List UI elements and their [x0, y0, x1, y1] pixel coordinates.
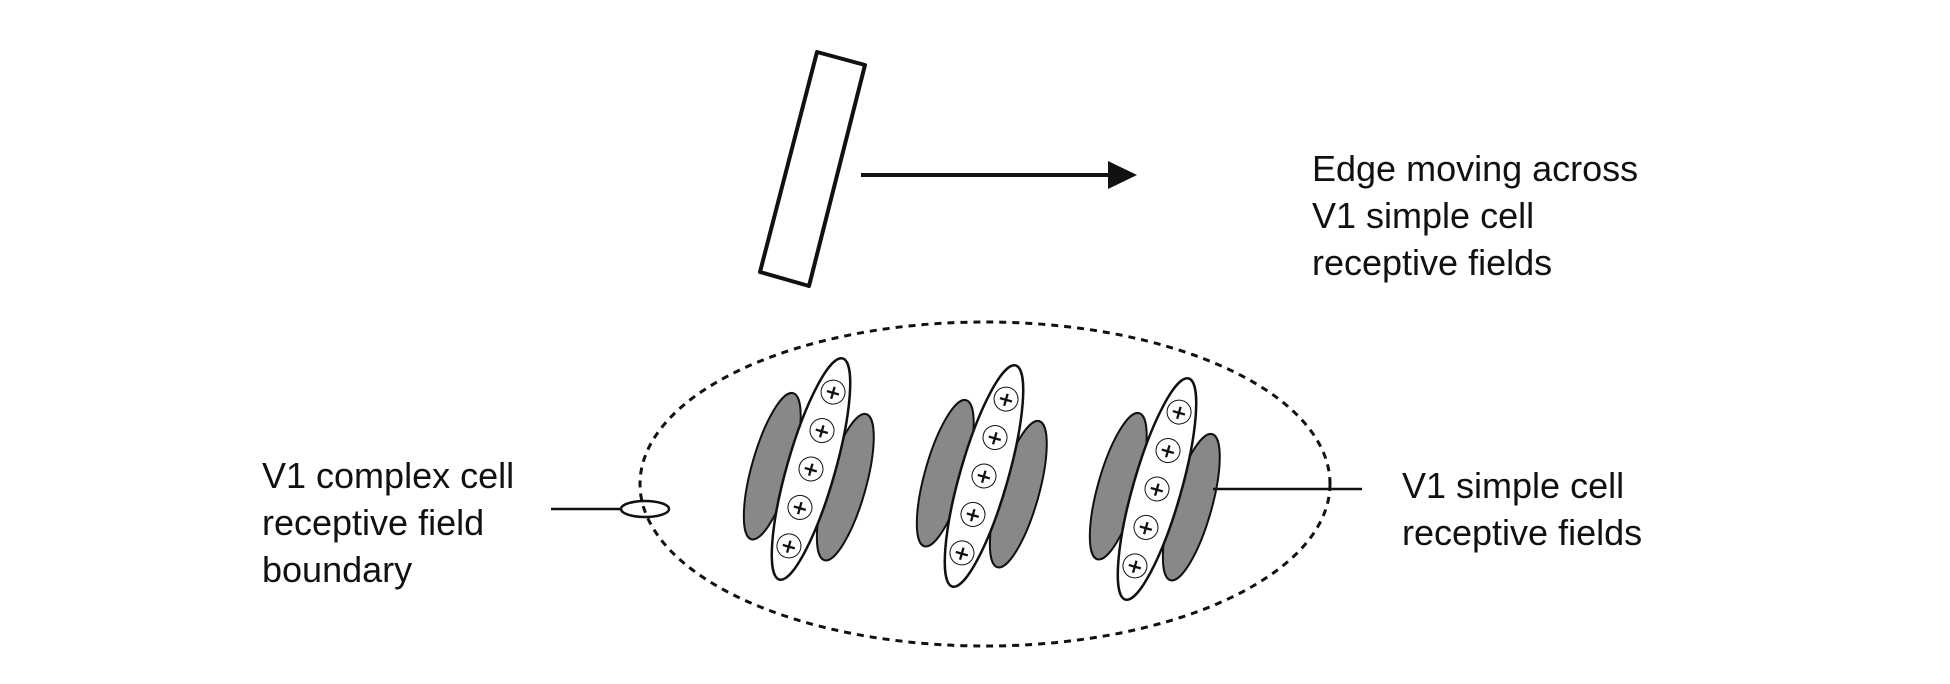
- plus-circle-icon: [787, 494, 813, 520]
- boundary-marker: [619, 499, 671, 519]
- simple-cell-field: + + + + +: [915, 364, 1048, 588]
- plus-icon: +: [1168, 398, 1191, 426]
- plus-icon: +: [778, 532, 801, 560]
- simple-cell-field: + + + + +: [742, 357, 875, 581]
- simple-cell-fields: + + + + + + + + + + + + + + +: [742, 357, 1221, 601]
- complex-label-line: V1 complex cell: [262, 455, 515, 496]
- plus-icon: +: [1135, 514, 1158, 542]
- plus-circle-icon: [776, 533, 802, 559]
- plus-icon: +: [951, 539, 974, 567]
- plus-icon: +: [1157, 437, 1180, 465]
- complex-cell-label: V1 complex cell receptive field boundary: [262, 452, 514, 593]
- simple-cell-field: + + + + +: [1088, 377, 1221, 601]
- edge-label: Edge moving across V1 simple cell recept…: [1312, 145, 1638, 286]
- plus-circle-icon: [1166, 399, 1192, 425]
- plus-circle-icon: [798, 456, 824, 482]
- plus-circle-icon: [1122, 553, 1148, 579]
- complex-cell-boundary: [638, 320, 1332, 648]
- plus-icon: +: [789, 494, 812, 522]
- plus-icon: +: [811, 417, 834, 445]
- plus-circle-icon: [1144, 476, 1170, 502]
- simple-label-line: receptive fields: [1402, 512, 1643, 553]
- plus-icon: +: [800, 455, 823, 483]
- plus-icon: +: [822, 378, 845, 406]
- plus-circle-icon: [993, 386, 1019, 412]
- plus-icon: +: [1146, 475, 1169, 503]
- plus-circle-icon: [949, 540, 975, 566]
- complex-label-line: receptive field: [262, 502, 485, 543]
- plus-icon: +: [973, 462, 996, 490]
- complex-label-line: boundary: [262, 549, 413, 590]
- simple-cell-label: V1 simple cell receptive fields: [1402, 462, 1642, 556]
- plus-circle-icon: [809, 418, 835, 444]
- plus-circle-icon: [820, 379, 846, 405]
- edge-label-line: Edge moving across: [1312, 148, 1639, 189]
- plus-icon: +: [995, 385, 1018, 413]
- plus-icon: +: [962, 501, 985, 529]
- edge-label-line: V1 simple cell: [1312, 195, 1535, 236]
- edge-bar: [758, 50, 867, 288]
- simple-label-line: V1 simple cell: [1402, 465, 1625, 506]
- plus-icon: +: [1124, 552, 1147, 580]
- edge-label-line: receptive fields: [1312, 242, 1553, 283]
- plus-circle-icon: [982, 425, 1008, 451]
- motion-arrow-head: [1108, 161, 1137, 189]
- plus-circle-icon: [960, 501, 986, 527]
- plus-circle-icon: [1133, 514, 1159, 540]
- plus-circle-icon: [971, 463, 997, 489]
- plus-icon: +: [984, 424, 1007, 452]
- plus-circle-icon: [1155, 438, 1181, 464]
